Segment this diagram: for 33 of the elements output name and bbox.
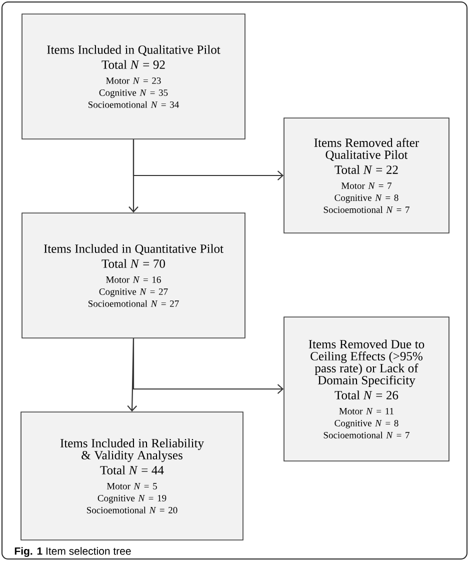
- box-heading: Items Included in Qualitative Pilot: [47, 45, 220, 56]
- process-box: [22, 212, 246, 338]
- process-box: [284, 316, 450, 462]
- domain-count: Socioemotional N = 27: [88, 300, 179, 307]
- total-count: Total N = 26: [334, 390, 398, 400]
- figure-caption: Fig. 1 Item selection tree: [14, 547, 131, 557]
- domain-count: Cognitive N = 35: [99, 90, 168, 98]
- total-count: Total N = 92: [102, 60, 165, 69]
- domain-count: Cognitive N = 8: [334, 420, 398, 428]
- process-box: [284, 118, 450, 234]
- box-heading: Items Removed after Qualitative Pilot: [314, 138, 419, 161]
- domain-count: Motor N = 11: [339, 408, 394, 414]
- domain-count: Motor N = 7: [341, 182, 392, 189]
- domain-count: Cognitive N = 19: [98, 495, 166, 504]
- box-heading: Items Removed Due to Ceiling Effects (>95% pass rate) or Lack of Domain Specificity: [308, 340, 424, 387]
- domain-count: Motor N = 5: [106, 483, 157, 490]
- process-box: [22, 14, 246, 140]
- domain-count: Socioemotional N = 34: [88, 101, 179, 108]
- domain-count: Motor N = 23: [106, 78, 161, 84]
- domain-count: Socioemotional N = 20: [87, 506, 178, 514]
- box-heading: Items Included in Reliability & Validity Analyses: [60, 438, 204, 462]
- domain-count: Socioemotional N = 7: [324, 206, 410, 213]
- domain-count: Motor N = 16: [106, 276, 161, 283]
- total-count: Total N = 22: [334, 165, 398, 174]
- process-box: [20, 412, 244, 540]
- arrow: [132, 338, 284, 394]
- total-count: Total N = 70: [102, 259, 165, 268]
- box-heading: Items Included in Quantitative Pilot: [44, 244, 224, 255]
- domain-count: Socioemotional N = 7: [324, 432, 410, 438]
- domain-count: Cognitive N = 8: [334, 194, 398, 203]
- total-count: Total N = 44: [100, 466, 164, 474]
- domain-count: Cognitive N = 27: [99, 288, 168, 297]
- arrow: [132, 139, 284, 180]
